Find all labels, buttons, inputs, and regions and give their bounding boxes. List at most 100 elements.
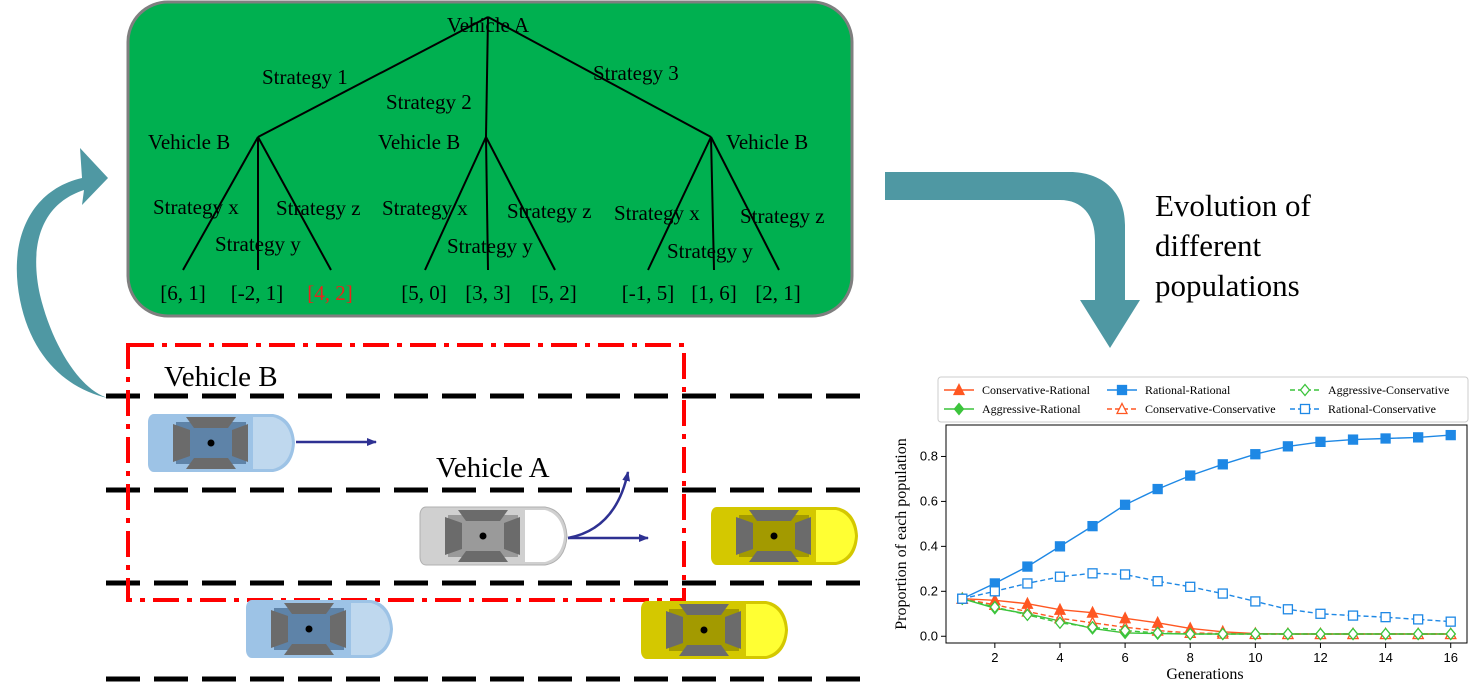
payoff-2y: [3, 3]: [465, 281, 511, 305]
x-tick-label: 10: [1248, 650, 1262, 665]
legend-marker-rational-conservative: [1299, 403, 1311, 415]
data-point-aggressive-conservative: [1380, 627, 1391, 641]
data-point-aggressive-conservative: [1347, 627, 1359, 641]
data-point-rational-rational: [1347, 434, 1359, 445]
data-point-aggressive-conservative: [1315, 627, 1326, 641]
data-point-rational-conservative: [1119, 569, 1131, 580]
x-tick-label: 8: [1187, 650, 1194, 665]
data-point-aggressive-conservative: [1250, 627, 1261, 641]
evolution-caption: Evolution of different populations: [1155, 186, 1455, 306]
data-point-rational-conservative: [1054, 571, 1066, 582]
data-point-aggressive-conservative: [1217, 627, 1229, 641]
x-tick-label: 2: [991, 650, 998, 665]
y-tick-label: 0.6: [920, 493, 938, 508]
data-point-aggressive-conservative: [1412, 627, 1424, 641]
data-point-rational-conservative: [989, 586, 1000, 597]
legend-marker-aggressive-rational: [953, 402, 965, 416]
strategy-1-label: Strategy 1: [262, 65, 348, 89]
data-point-aggressive-conservative: [1152, 626, 1163, 640]
flow-arrow-icon: [885, 172, 1140, 348]
chart-x-axis-label: Generations: [1166, 666, 1243, 683]
data-point-rational-rational: [1413, 432, 1424, 443]
data-point-aggressive-conservative: [1087, 620, 1098, 634]
root-node-label: Vehicle A: [447, 13, 530, 37]
data-point-aggressive-conservative: [1445, 627, 1457, 641]
node-b1-label: Vehicle B: [148, 130, 230, 154]
legend-marker-aggressive-conservative: [1299, 383, 1311, 397]
data-point-rational-rational: [1250, 449, 1261, 460]
data-point-rational-conservative: [1087, 568, 1098, 579]
node-b3-label: Vehicle B: [726, 130, 808, 154]
data-point-aggressive-conservative: [1282, 627, 1294, 641]
data-point-rational-conservative: [1445, 616, 1456, 627]
edge-b3-y: [710, 136, 715, 271]
data-point-aggressive-conservative: [1022, 608, 1033, 622]
legend-label-rational-conservative: Rational-Conservative: [1328, 402, 1436, 416]
series-line-rational-conservative: [962, 572, 1451, 623]
chart-legend: [937, 376, 1469, 423]
edge-b2-z: [485, 136, 556, 271]
legend-marker-rational-rational: [1116, 384, 1128, 396]
data-point-rational-rational: [1054, 541, 1066, 552]
vehicle-a-lane-change-arrow: [567, 471, 631, 540]
edge-a-strategy-2: [485, 16, 489, 138]
tree-panel-background: [126, 0, 854, 318]
data-point-rational-conservative: [1315, 608, 1326, 619]
data-point-rational-conservative: [1347, 610, 1359, 621]
data-point-aggressive-conservative: [989, 600, 1001, 614]
data-point-aggressive-conservative: [1119, 624, 1131, 638]
b2-strategy-y-label: Strategy y: [447, 234, 533, 258]
b3-strategy-z-label: Strategy z: [740, 204, 825, 228]
legend-label-conservative-rational: Conservative-Rational: [982, 383, 1091, 397]
game-tree-panel: Vehicle A Strategy 1 Strategy 2 Strategy…: [126, 0, 854, 318]
data-point-rational-rational: [1445, 429, 1456, 441]
legend-marker-conservative-conservative: [1115, 402, 1129, 415]
payoff-2x: [5, 0]: [401, 281, 447, 305]
caption-line-2: different: [1155, 228, 1262, 263]
y-tick-label: 0.8: [920, 448, 938, 463]
data-point-rational-conservative: [1022, 578, 1033, 589]
payoff-1x: [6, 1]: [160, 281, 206, 305]
legend-marker-conservative-rational: [952, 383, 966, 396]
lane-markings: [106, 393, 870, 682]
legend-label-rational-rational: Rational-Rational: [1145, 383, 1231, 397]
x-tick-label: 4: [1056, 650, 1063, 665]
data-point-rational-conservative: [1380, 612, 1391, 623]
chart-y-axis-label: Proportion of each population: [893, 438, 910, 630]
x-tick-label: 16: [1443, 650, 1457, 665]
data-point-rational-rational: [1152, 483, 1163, 495]
data-point-rational-conservative: [957, 593, 968, 604]
edge-b1-x: [182, 136, 259, 271]
data-point-rational-conservative: [1185, 581, 1196, 592]
legend-label-conservative-conservative: Conservative-Conservative: [1145, 402, 1276, 416]
data-point-rational-rational: [1022, 561, 1033, 572]
caption-line-3: populations: [1155, 268, 1300, 303]
feedback-arrow-icon: [16, 148, 109, 438]
data-point-rational-conservative: [1250, 596, 1261, 607]
y-tick-label: 0.4: [920, 538, 938, 553]
node-b2-label: Vehicle B: [378, 130, 460, 154]
caption-line-1: Evolution of: [1155, 188, 1311, 223]
data-point-rational-rational: [1185, 470, 1196, 481]
interaction-region-box: [126, 343, 686, 602]
vehicle-b-road-label: Vehicle B: [164, 361, 278, 393]
yellow-car-bottom-icon: [641, 601, 788, 659]
vehicle-a-car-icon: [419, 506, 568, 566]
x-tick-label: 6: [1121, 650, 1128, 665]
payoff-1y: [-2, 1]: [231, 281, 283, 305]
road-scene: Vehicle B Vehicle A: [106, 343, 870, 682]
data-point-rational-rational: [1217, 459, 1228, 470]
edge-b3-z: [710, 136, 780, 271]
edge-b2-y: [485, 136, 489, 271]
payoff-2z: [5, 2]: [531, 281, 577, 305]
x-tick-label: 14: [1378, 650, 1392, 665]
strategy-3-label: Strategy 3: [593, 61, 679, 85]
b2-strategy-x-label: Strategy x: [382, 196, 468, 220]
payoff-3y: [1, 6]: [691, 281, 737, 305]
strategy-2-label: Strategy 2: [386, 90, 472, 114]
data-point-rational-rational: [1315, 436, 1326, 448]
data-point-rational-rational: [1087, 520, 1098, 532]
b2-strategy-z-label: Strategy z: [507, 199, 592, 223]
blue-car-bottom-icon: [246, 600, 393, 658]
